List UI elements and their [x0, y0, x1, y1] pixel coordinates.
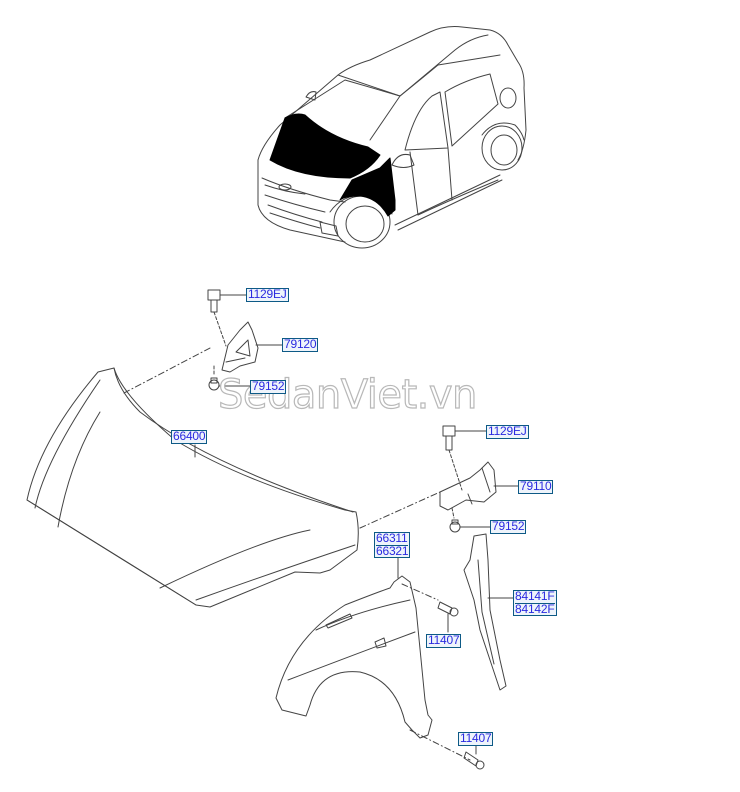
part-label-79120[interactable]: 79120: [282, 337, 319, 352]
part-label-66311-66321[interactable]: 66311 66321: [374, 531, 411, 558]
part-label-79152-top[interactable]: 79152: [250, 379, 287, 394]
part-label-79110[interactable]: 79110: [518, 479, 554, 494]
part-number-84141F: 84141F: [515, 589, 555, 604]
right-hinge-assembly: [439, 425, 497, 533]
left-hinge-assembly: [207, 289, 259, 391]
part-label-66400[interactable]: 66400: [171, 429, 208, 444]
part-number-66321: 66321: [376, 544, 409, 558]
part-label-1129EJ-top[interactable]: 1129EJ: [246, 287, 289, 302]
part-number-84142F: 84142F: [515, 602, 555, 616]
part-number-66311: 66311: [376, 531, 409, 546]
leader-lines: [194, 294, 519, 528]
part-label-84141F-84142F[interactable]: 84141F 84142F: [513, 590, 557, 616]
hood-panel-drawing: [26, 347, 441, 608]
part-label-11407-mid[interactable]: 11407: [426, 633, 462, 648]
part-label-1129EJ-right[interactable]: 1129EJ: [486, 424, 529, 439]
fender-drawing: [275, 557, 471, 761]
part-label-79152-right[interactable]: 79152: [490, 519, 527, 534]
highlight-fender: [339, 157, 396, 217]
highlight-hood: [269, 113, 381, 179]
part-label-11407-bottom[interactable]: 11407: [458, 731, 494, 746]
insulator-drawing: [463, 533, 514, 691]
